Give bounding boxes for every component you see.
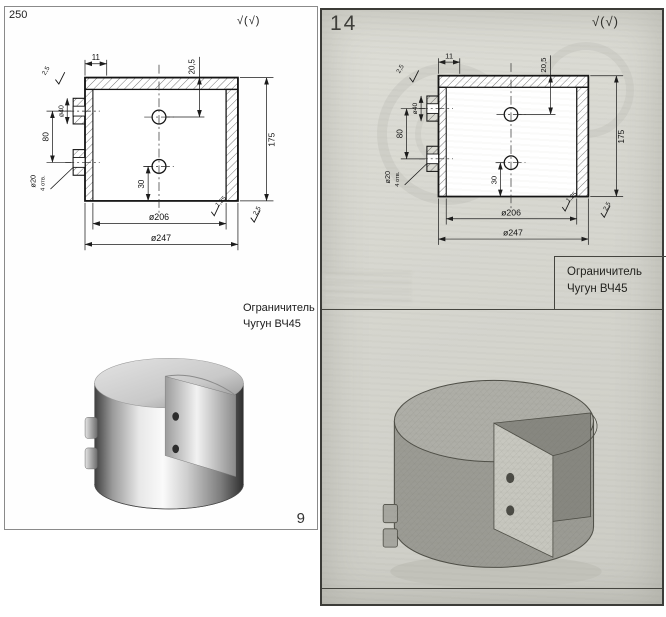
dim-label-dia206: ø206 bbox=[149, 212, 169, 222]
part-material: Чугун ВЧ45 bbox=[243, 317, 301, 330]
title-block-left: Ограничитель Чугун ВЧ45 bbox=[243, 301, 315, 333]
part-section bbox=[65, 64, 239, 215]
title-block-right: Ограничитель Чугун ВЧ45 bbox=[554, 256, 666, 310]
surface-finish-note: √(√) bbox=[237, 15, 261, 27]
roughness-label-bottom: 2,5 bbox=[602, 200, 613, 211]
mounting-lugs bbox=[84, 417, 98, 470]
page-number-right: 14 bbox=[330, 12, 358, 35]
dim-label-175: 175 bbox=[266, 132, 276, 146]
dim-label-holes-note: 4 отв. bbox=[41, 175, 47, 191]
part-material: Чугун ВЧ45 bbox=[567, 282, 628, 295]
dimension-lines: 11 20,5 175 80 ø40 ø20 4 отв. bbox=[29, 53, 276, 251]
dim-label-11: 11 bbox=[92, 53, 100, 62]
sketch-shadow bbox=[390, 555, 602, 588]
sheet-bottom-line bbox=[322, 588, 662, 589]
roughness-check-icon bbox=[600, 205, 611, 219]
orthographic-section-view: 11 20,5 175 80 ø40 ø20 4 отв. bbox=[383, 51, 626, 245]
roughness-label-top: 2,5 bbox=[395, 63, 406, 74]
upper-lug bbox=[65, 97, 100, 125]
dim-label-80: 80 bbox=[396, 129, 405, 139]
part-3d-sketch bbox=[380, 354, 614, 603]
dim-label-holes-note: 4 отв. bbox=[395, 171, 401, 187]
left-drawing-sheet: 250 √(√) bbox=[4, 6, 318, 530]
technical-drawing-left: 11 20,5 175 80 ø40 ø20 4 отв. bbox=[11, 33, 307, 282]
dim-label-dia20: ø20 bbox=[29, 175, 38, 188]
page-number-left: 250 bbox=[9, 9, 28, 21]
roughness-check-icon bbox=[55, 71, 66, 85]
dim-label-dia40: ø40 bbox=[58, 105, 65, 117]
roughness-check-icon bbox=[210, 205, 220, 217]
roughness-label-bottom: 2,5 bbox=[252, 205, 263, 217]
roughness-check-icon bbox=[250, 210, 261, 223]
part-name: Ограничитель bbox=[567, 266, 642, 278]
part-3d-render bbox=[83, 343, 255, 529]
dim-label-dia247: ø247 bbox=[503, 228, 523, 238]
roughness-check-icon bbox=[561, 200, 571, 212]
render-hole-upper bbox=[172, 412, 180, 421]
dim-label-20-5: 20,5 bbox=[539, 58, 548, 73]
cutout-inner-face bbox=[164, 376, 237, 477]
bleed-through-text-smudge bbox=[324, 272, 412, 306]
technical-drawing-right: 11 20,5 175 80 ø40 ø20 4 отв. bbox=[366, 32, 656, 276]
dim-label-30: 30 bbox=[490, 176, 499, 185]
render-hole-lower bbox=[172, 444, 180, 454]
dim-label-dia20: ø20 bbox=[383, 171, 392, 184]
render-3d-pencil-sketch bbox=[382, 379, 602, 588]
roughness-check-icon bbox=[409, 70, 420, 83]
dim-label-dia40: ø40 bbox=[412, 103, 419, 115]
dimension-lines: 11 20,5 175 80 ø40 ø20 4 отв. bbox=[383, 51, 626, 245]
dim-label-80: 80 bbox=[40, 132, 50, 142]
roughness-label-top: 2,5 bbox=[41, 65, 52, 77]
dim-label-175: 175 bbox=[617, 129, 626, 143]
dim-label-dia247: ø247 bbox=[151, 233, 171, 243]
dim-label-11: 11 bbox=[445, 51, 453, 60]
dim-label-20-5: 20,5 bbox=[188, 58, 197, 74]
sheet-divider-line bbox=[322, 309, 662, 310]
sheet-number: 9 bbox=[296, 510, 305, 527]
part-section bbox=[419, 63, 590, 211]
dim-label-dia206: ø206 bbox=[501, 207, 521, 217]
render-3d-shaded bbox=[84, 357, 244, 510]
surface-finish-note: √(√) bbox=[592, 14, 619, 29]
part-name: Ограничитель bbox=[243, 302, 315, 314]
orthographic-section-view: 11 20,5 175 80 ø40 ø20 4 отв. bbox=[29, 53, 276, 251]
right-drawing-sheet: 14 √(√) bbox=[320, 8, 666, 606]
dim-label-30: 30 bbox=[137, 179, 146, 188]
